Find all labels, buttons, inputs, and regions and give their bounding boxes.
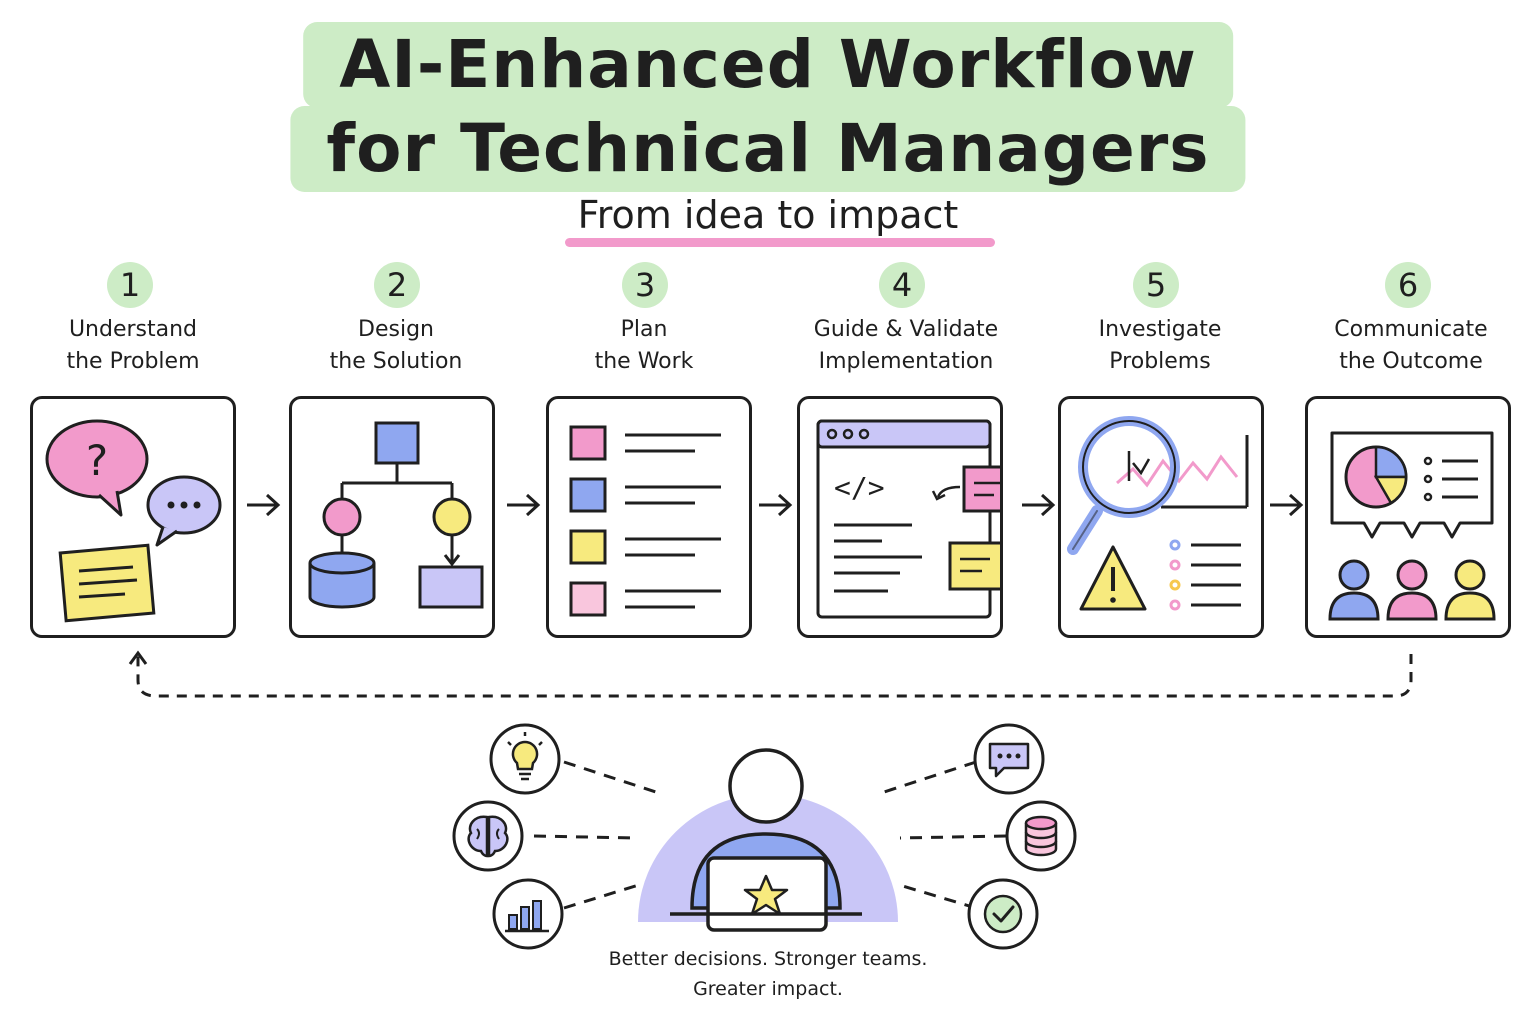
step-6-label-line1: Communicate	[1334, 317, 1488, 342]
investigation-illustration	[1067, 416, 1249, 611]
checkmark-icon	[967, 878, 1039, 950]
step-3-label: Plan the Work	[524, 314, 764, 378]
step-1-label-line1: Understand	[68, 317, 198, 342]
step-6-badge: 6	[1385, 262, 1431, 308]
problem-illustration: ?	[45, 419, 222, 623]
arrow-right-icon	[507, 493, 541, 517]
step-3-badge: 3	[622, 262, 668, 308]
subtitle: From idea to impact	[577, 193, 959, 237]
arrow-right-icon	[247, 493, 281, 517]
step-3-label-line2: the Work	[594, 349, 694, 374]
question-mark: ?	[86, 436, 108, 485]
step-1-card: ?	[30, 396, 236, 638]
lightbulb-icon	[489, 723, 561, 795]
subtitle-underline	[565, 238, 995, 247]
step-5-label: Investigate Problems	[1040, 314, 1280, 378]
step-5-card	[1058, 396, 1264, 638]
tagline-line-2: Greater impact.	[693, 978, 843, 1000]
step-4-badge: 4	[879, 262, 925, 308]
code-glyph: </>	[834, 471, 885, 504]
comment-note-yellow-icon	[948, 541, 1000, 591]
presentation-illustration	[1328, 431, 1496, 621]
title-line-2: for Technical Managers	[290, 106, 1246, 192]
step-4-label-line1: Guide & Validate	[813, 317, 999, 342]
step-3-label-line1: Plan	[620, 317, 668, 342]
step-4-label-line2: Implementation	[818, 349, 994, 374]
chat-dots-icon	[146, 475, 222, 547]
step-6-label-line2: the Outcome	[1339, 349, 1483, 374]
arrow-right-icon	[1022, 493, 1056, 517]
step-4-label: Guide & Validate Implementation	[786, 314, 1026, 378]
step-2-card	[289, 396, 495, 638]
chat-bubble-icon	[973, 723, 1045, 795]
feedback-loop-arrow	[128, 650, 1413, 698]
dashed-connectors	[533, 760, 1007, 910]
question-bubble-icon: ?	[45, 419, 149, 517]
step-1-label-line2: the Problem	[66, 349, 200, 374]
code-window-icon: </>	[816, 419, 1000, 619]
title-line-1: AI-Enhanced Workflow	[303, 22, 1233, 108]
database-icon	[308, 551, 376, 609]
architecture-diagram-icon	[308, 421, 484, 609]
step-3-card	[546, 396, 752, 638]
arrow-right-icon	[759, 493, 793, 517]
step-2-label: Design the Solution	[276, 314, 516, 378]
step-5-label-line2: Problems	[1109, 349, 1211, 374]
step-1-label: Understand the Problem	[13, 314, 253, 378]
step-5-badge: 5	[1133, 262, 1179, 308]
star-icon	[743, 874, 789, 916]
step-4-card: </>	[797, 396, 1003, 638]
step-6-label: Communicate the Outcome	[1291, 314, 1531, 378]
brain-icon	[452, 800, 524, 872]
tagline-line-1: Better decisions. Stronger teams.	[608, 948, 928, 970]
step-1-badge: 1	[107, 262, 153, 308]
step-2-label-line2: the Solution	[329, 349, 463, 374]
manager-hub	[533, 748, 1007, 932]
task-list-icon	[569, 425, 721, 617]
step-6-card	[1305, 396, 1511, 638]
database-icon	[1005, 800, 1077, 872]
bar-chart-icon	[492, 878, 564, 950]
step-2-label-line1: Design	[358, 317, 434, 342]
comment-note-pink-icon	[962, 465, 1000, 513]
magnifier-icon	[1067, 416, 1180, 555]
tagline: Better decisions. Stronger teams. Greate…	[0, 944, 1536, 1004]
team-icon	[1328, 559, 1496, 621]
findings-list-icon	[1169, 539, 1241, 611]
arrow-right-icon	[1270, 493, 1304, 517]
sticky-note-icon	[58, 543, 156, 623]
laptop-icon	[670, 856, 862, 932]
step-5-label-line1: Investigate	[1098, 317, 1222, 342]
step-2-badge: 2	[374, 262, 420, 308]
presentation-board-icon	[1330, 431, 1494, 539]
warning-icon	[1079, 545, 1147, 611]
